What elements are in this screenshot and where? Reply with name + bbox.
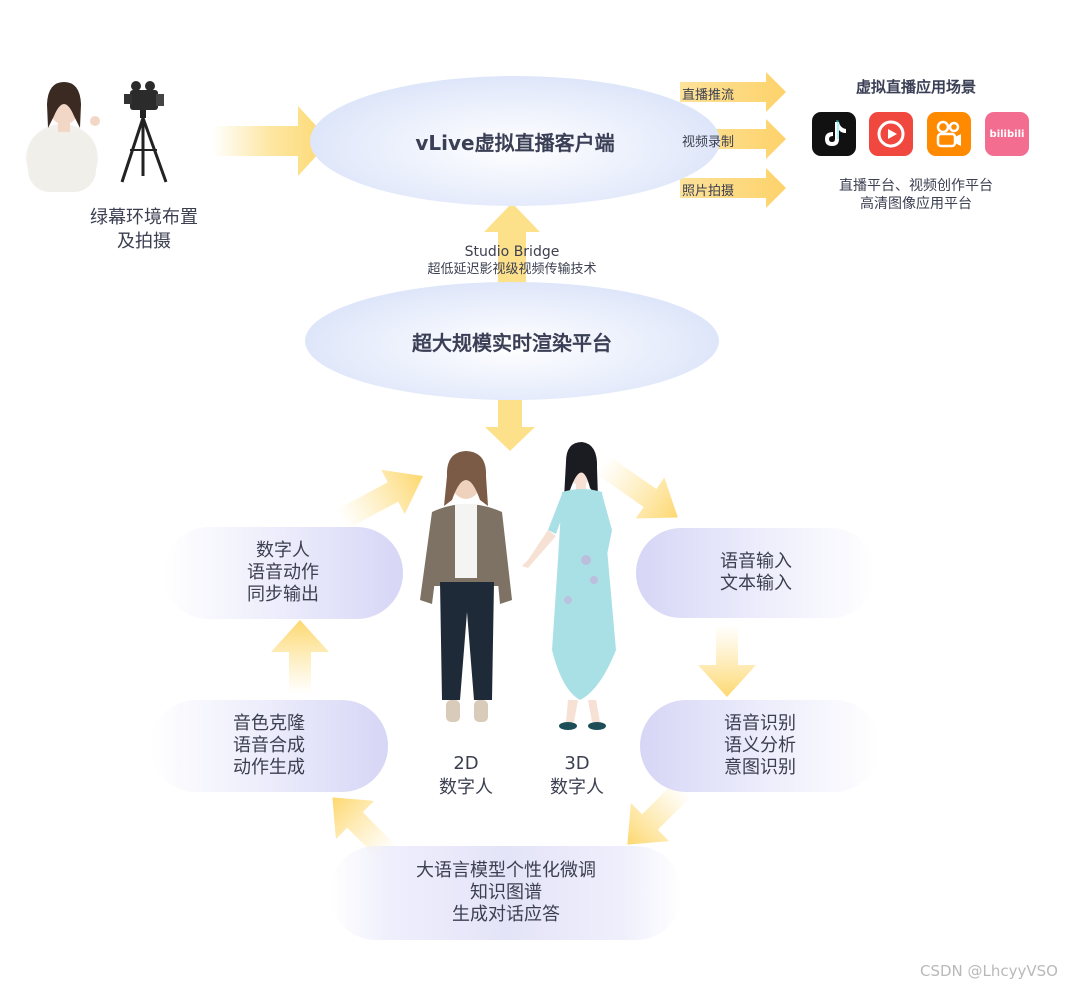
presenter-illustration [26, 82, 100, 192]
setup-label-line1: 绿幕环境布置 [90, 207, 198, 228]
scenarios-desc: 直播平台、视频创作平台 高清图像应用平台 [806, 177, 1026, 213]
bridge-line1: Studio Bridge [464, 244, 560, 260]
sync-line1: 数字人 [256, 540, 310, 561]
tts-pill: 音色克隆 语音合成 动作生成 [150, 700, 388, 792]
client-title: vLive虚拟直播客户端 [415, 130, 615, 155]
asr-line3: 意图识别 [724, 757, 796, 778]
bilibili-icon: bilibili [985, 112, 1029, 156]
xigua-icon [869, 112, 913, 156]
watermark: CSDN @LhcyyVSO [920, 962, 1058, 980]
bridge-line2: 超低延迟影视级视频传输技术 [427, 262, 597, 277]
tts-line1: 音色克隆 [233, 713, 305, 734]
output-arrow-1 [680, 72, 786, 112]
tiktok-glyph [825, 120, 846, 146]
xigua-glyph [877, 120, 905, 148]
input-line2: 文本输入 [720, 573, 792, 594]
sync-line2: 语音动作 [247, 562, 319, 583]
asr-line1: 语音识别 [724, 713, 796, 734]
avatar-2d-line1: 2D [453, 753, 479, 774]
scenarios-title: 虚拟直播应用场景 [855, 78, 976, 96]
camera-tripod-illustration [120, 81, 168, 183]
kuaishou-glyph [936, 120, 961, 148]
cycle-arrow-avatar-to-input [596, 455, 678, 519]
setup-label-line2: 及拍摄 [117, 231, 171, 252]
sync-output-pill: 数字人 语音动作 同步输出 [163, 527, 403, 619]
tts-line2: 语音合成 [233, 735, 305, 756]
client-ellipse: vLive虚拟直播客户端 [310, 76, 720, 206]
llm-line2: 知识图谱 [470, 882, 542, 903]
avatar-2d-label: 2D 数字人 [426, 752, 506, 800]
cycle-arrow-tts-to-sync [271, 620, 329, 694]
render-title: 超大规模实时渲染平台 [412, 330, 612, 355]
cycle-arrow-llm-to-tts [332, 797, 397, 862]
input-line1: 语音输入 [720, 551, 792, 572]
avatar-3d-label: 3D 数字人 [537, 752, 617, 800]
kuaishou-icon [927, 112, 971, 156]
avatar-3d-figure [522, 442, 616, 730]
bridge-label: Studio Bridge 超低延迟影视级视频传输技术 [392, 244, 632, 278]
scenarios-desc-line1: 直播平台、视频创作平台 [839, 178, 993, 194]
output-label-livestream: 直播推流 [682, 88, 735, 103]
asr-pill: 语音识别 语义分析 意图识别 [640, 700, 880, 792]
asr-line2: 语义分析 [724, 735, 796, 756]
cycle-arrow-asr-to-llm [627, 780, 692, 845]
llm-line3: 生成对话应答 [452, 904, 560, 925]
avatar-3d-line2: 数字人 [550, 777, 604, 798]
setup-label: 绿幕环境布置 及拍摄 [72, 206, 216, 254]
input-pill: 语音输入 文本输入 [636, 528, 876, 618]
output-arrow-3 [680, 168, 786, 208]
tts-line3: 动作生成 [233, 757, 305, 778]
tiktok-icon [812, 112, 856, 156]
render-ellipse: 超大规模实时渲染平台 [305, 282, 719, 400]
output-label-video-record: 视频录制 [682, 135, 735, 150]
scenarios-desc-line2: 高清图像应用平台 [860, 196, 972, 212]
sync-line3: 同步输出 [247, 584, 319, 605]
output-label-photo: 照片拍摄 [682, 184, 735, 199]
bilibili-logo-text: bilibili [989, 128, 1025, 140]
cycle-arrow-sync-to-avatar [336, 469, 424, 529]
avatar-2d-line2: 数字人 [439, 777, 493, 798]
setup-to-client-arrow [212, 106, 330, 176]
llm-line1: 大语言模型个性化微调 [416, 860, 596, 881]
avatar-3d-line1: 3D [564, 753, 590, 774]
llm-pill: 大语言模型个性化微调 知识图谱 生成对话应答 [330, 846, 682, 940]
cycle-arrow-input-to-asr [698, 625, 756, 697]
avatar-2d-figure [420, 451, 512, 722]
